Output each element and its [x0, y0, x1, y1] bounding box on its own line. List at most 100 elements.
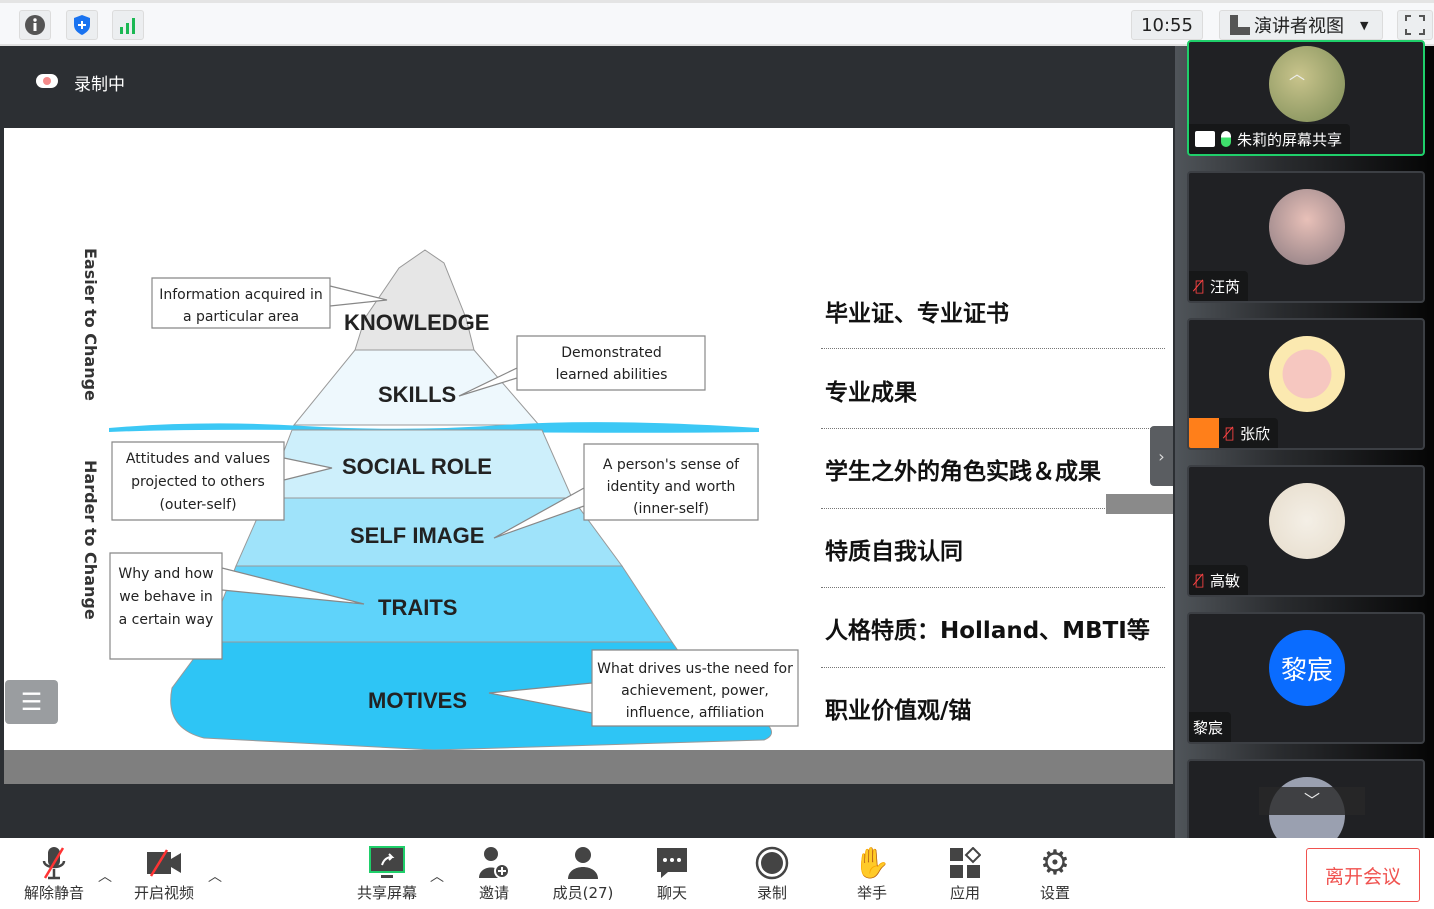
slide-bar [1106, 494, 1173, 514]
chevron-right-icon: › [1158, 446, 1165, 466]
share-options-caret-icon[interactable]: ︿ [430, 869, 444, 885]
share-screen-icon [347, 844, 427, 882]
mic-muted-icon: 🎙̸ [1225, 424, 1235, 442]
divider [821, 587, 1165, 588]
unmute-button[interactable]: 解除静音 [14, 844, 94, 903]
avatar [1269, 336, 1345, 412]
signal-icon[interactable] [112, 10, 144, 40]
shared-slide: Easier to Change Harder to Change KNOWLE… [4, 128, 1173, 750]
meeting-time: 10:55 [1131, 10, 1203, 40]
share-screen-label: 共享屏幕 [356, 884, 417, 902]
participant-tile[interactable]: 🎙̸ 张欣 [1187, 318, 1425, 450]
participant-name: 张欣 [1240, 424, 1271, 443]
participant-name: 高敏 [1210, 571, 1241, 590]
scroll-up-icon[interactable]: ︿ [1289, 64, 1306, 83]
video-off-icon [124, 844, 204, 882]
avatar [1269, 483, 1345, 559]
waterline [109, 422, 759, 433]
scroll-down-icon[interactable]: ﹀ [1259, 787, 1365, 815]
apps-label: 应用 [949, 884, 980, 902]
callout-social-role [111, 441, 333, 521]
chat-label: 聊天 [656, 884, 687, 902]
avatar [1269, 46, 1345, 122]
members-button[interactable]: 成员(27) [543, 844, 623, 903]
apps-icon [925, 844, 1005, 882]
callout-motives [488, 649, 799, 727]
chevron-down-icon: ▼ [1360, 18, 1369, 32]
participant-tile[interactable]: ︿ 朱莉的屏幕共享 [1187, 40, 1425, 156]
participant-name: 朱莉的屏幕共享 [1237, 130, 1343, 149]
collapse-sidebar-button[interactable]: › [1150, 426, 1173, 486]
shield-icon[interactable] [66, 10, 98, 40]
divider [821, 348, 1165, 349]
avatar [1269, 189, 1345, 265]
participant-tile[interactable]: 🎙̸ 汪芮 [1187, 171, 1425, 303]
callout-traits [109, 552, 365, 660]
raise-hand-button[interactable]: ✋举手 [832, 844, 912, 903]
mic-muted-icon: 🎙̸ [1195, 571, 1205, 589]
screen-share-icon [1195, 131, 1215, 147]
view-mode-label: 演讲者视图 [1254, 16, 1344, 37]
divider [821, 428, 1165, 429]
settings-label: 设置 [1039, 884, 1070, 902]
invite-label: 邀请 [478, 884, 509, 902]
list-item: 职业价值观/锚 [825, 698, 972, 724]
layer-label-traits: TRAITS [378, 595, 458, 620]
label-easier-to-change: Easier to Change [81, 248, 100, 401]
mic-muted-icon: 🎙̸ [1195, 277, 1205, 295]
callout-self-image [493, 443, 759, 539]
callout-skills [458, 335, 706, 397]
layer-label-skills: SKILLS [378, 382, 457, 407]
start-video-label: 开启视频 [133, 884, 194, 902]
invite-button[interactable]: 邀请 [454, 844, 534, 903]
list-item: 人格特质：Holland、MBTI等 [825, 618, 1150, 644]
share-screen-button[interactable]: 共享屏幕 [347, 844, 427, 903]
mic-muted-icon [14, 844, 94, 882]
meeting-toolbar: 解除静音 ︿ 开启视频 ︿ 共享屏幕 ︿ 邀请 成员(27) 聊天 录制 ✋举手… [0, 838, 1434, 909]
info-icon[interactable] [19, 10, 51, 40]
divider [821, 667, 1165, 668]
start-video-button[interactable]: 开启视频 [124, 844, 204, 903]
unmute-label: 解除静音 [23, 884, 84, 902]
participant-name: 汪芮 [1210, 277, 1241, 296]
callout-knowledge [151, 277, 388, 329]
recording-bar: 录制中 [4, 46, 1174, 128]
gear-icon: ⚙ [1039, 843, 1071, 883]
menu-list-icon: ☰ [20, 688, 43, 716]
slide-footer-strip [4, 750, 1173, 784]
slide-list-button[interactable]: ☰ [5, 680, 58, 724]
leave-meeting-button[interactable]: 离开会议 [1306, 848, 1420, 902]
record-button[interactable]: 录制 [732, 844, 812, 903]
divider [821, 508, 1165, 509]
add-user-icon [454, 844, 534, 882]
user-icon [543, 844, 623, 882]
hand-icon: ✋ [853, 845, 891, 881]
cloud-record-icon [36, 74, 58, 88]
callout-text-self-image: A person's sense of identity and worth (… [602, 457, 740, 517]
video-options-caret-icon[interactable]: ︿ [208, 869, 222, 885]
list-item: 毕业证、专业证书 [825, 301, 1009, 327]
settings-button[interactable]: ⚙设置 [1015, 843, 1095, 903]
record-icon [732, 844, 812, 882]
view-mode-dropdown[interactable]: 演讲者视图 ▼ [1219, 10, 1383, 40]
apps-button[interactable]: 应用 [925, 844, 1005, 903]
host-icon [1189, 418, 1219, 448]
participant-tile[interactable]: ﹀ [1187, 759, 1425, 849]
layout-icon [1230, 15, 1250, 35]
participant-sidebar[interactable]: ︿ 朱莉的屏幕共享 🎙̸ 汪芮 🎙̸ 张欣 🎙̸ 高敏 黎宸 黎宸 ﹀ [1175, 40, 1434, 849]
participant-tile[interactable]: 🎙̸ 高敏 [1187, 465, 1425, 597]
participant-tile[interactable]: 黎宸 黎宸 [1187, 612, 1425, 744]
audio-options-caret-icon[interactable]: ︿ [98, 869, 112, 885]
list-item: 特质自我认同 [825, 539, 963, 565]
participant-name: 黎宸 [1193, 718, 1224, 737]
list-item: 学生之外的角色实践＆成果 [825, 459, 1101, 485]
layer-label-knowledge: KNOWLEDGE [344, 310, 490, 335]
callout-text-skills: Demonstrated learned abilities [555, 345, 668, 383]
top-bar: 10:55 演讲者视图 ▼ [0, 0, 1434, 46]
layer-label-self-image: SELF IMAGE [350, 523, 485, 548]
list-item: 专业成果 [825, 380, 917, 406]
fullscreen-icon[interactable] [1397, 10, 1433, 40]
chat-button[interactable]: 聊天 [632, 844, 712, 903]
label-harder-to-change: Harder to Change [81, 460, 100, 620]
callout-text-knowledge: Information acquired in a particular are… [159, 287, 323, 325]
